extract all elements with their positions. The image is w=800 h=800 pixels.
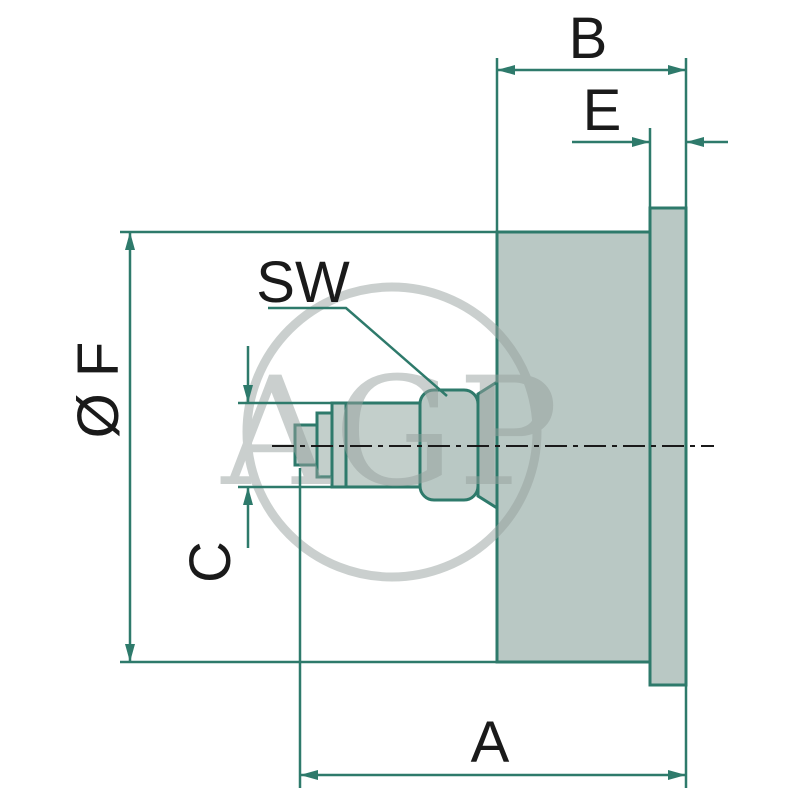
arrows-e	[632, 137, 704, 147]
label-diameter-f: Ø F	[66, 342, 131, 439]
dimension-a-lines	[298, 468, 688, 788]
sw-leader-line	[268, 306, 448, 397]
label-sw: SW	[256, 250, 350, 315]
watermark: AGP	[220, 282, 562, 582]
label-c: C	[178, 541, 243, 583]
dimension-c-lines	[238, 346, 332, 548]
watermark-text: AGP	[220, 346, 562, 520]
dimension-b-lines	[495, 58, 688, 232]
watermark-circle	[242, 282, 542, 582]
label-e: E	[583, 78, 622, 143]
dimension-lines	[120, 58, 728, 788]
dimension-f-lines	[120, 230, 497, 664]
label-b: B	[569, 6, 608, 71]
dimension-arrowheads	[125, 65, 704, 780]
label-a: A	[471, 710, 510, 775]
dimension-labels: B E SW Ø F C A	[66, 6, 621, 775]
